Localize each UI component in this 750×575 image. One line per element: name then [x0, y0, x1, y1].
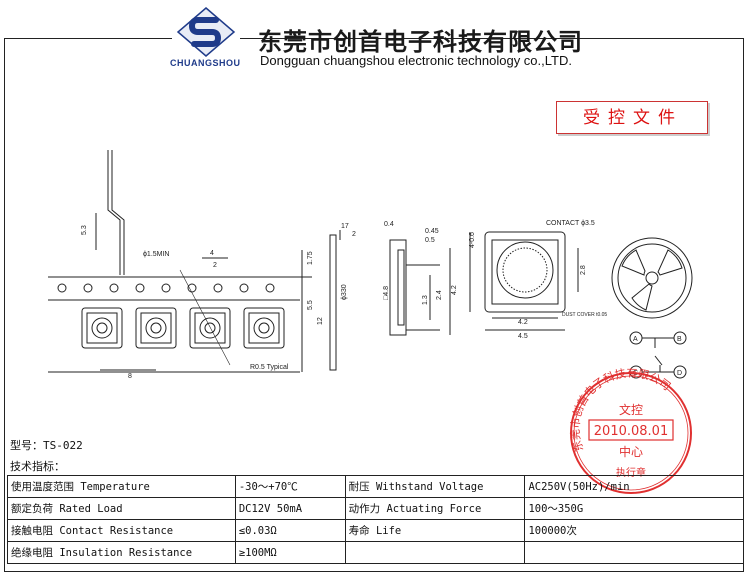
table-row: 额定负荷 Rated Load DC12V 50mA 动作力 Actuating… [7, 497, 744, 520]
spec-value: 100000次 [524, 519, 744, 542]
spec-label: 寿命 Life [344, 519, 526, 542]
circuit-terminal-label: A [633, 336, 638, 343]
table-row: 使用温度范围 Temperature -30～+70℃ 耐压 Withstand… [7, 475, 744, 498]
dim-label: 17 [341, 223, 349, 230]
dim-label: 2 [352, 231, 356, 238]
controlled-document-label: 受控文件 [583, 108, 683, 128]
spec-value [524, 541, 744, 564]
technical-drawing: 5.3 ϕ1.5MIN 4 2 1.75 5.5 12 8 R0.5 Typic… [48, 150, 693, 380]
dim-label: 1.75 [307, 251, 314, 265]
spec-value: DC12V 50mA [234, 497, 346, 520]
spec-label: 耐压 Withstand Voltage [344, 475, 526, 498]
dim-label: 4.2 [451, 285, 458, 295]
dim-label: ϕ1.5MIN [143, 251, 169, 258]
stamp-date: 2010.08.01 [594, 424, 668, 439]
table-row: 接触电阻 Contact Resistance ≤0.03Ω 寿命 Life 1… [7, 519, 744, 542]
company-name-cn: 东莞市创首电子科技有限公司 [258, 27, 583, 56]
company-logo [172, 6, 240, 58]
dim-label: 8 [128, 373, 132, 380]
table-row: 绝缘电阻 Insulation Resistance ≥100MΩ [7, 541, 744, 564]
spec-label: 绝缘电阻 Insulation Resistance [7, 541, 236, 564]
document-frame [4, 38, 744, 572]
tech-spec-label: 技术指标： [10, 460, 65, 473]
controlled-document-box: 受控文件 [556, 101, 708, 134]
spec-label: 动作力 Actuating Force [344, 497, 526, 520]
dim-label: 2.4 [436, 290, 443, 300]
circuit-terminal-label: D [677, 370, 682, 377]
brand-name: CHUANGSHOU [170, 58, 241, 68]
spec-label [344, 541, 526, 564]
dim-label: 5.5 [307, 300, 314, 310]
dim-label: DUST COVER t0.05 [562, 312, 607, 318]
dim-label: 4 [210, 250, 214, 257]
dim-label: 0.4 [384, 221, 394, 228]
dim-label: 0.45 [425, 228, 439, 235]
spec-value: AC250V(50Hz)/min [524, 475, 744, 498]
model-line: 型号：TS-022 [10, 439, 83, 452]
dim-label: ϕ330 [341, 284, 348, 300]
dim-label: 4.2 [518, 319, 528, 326]
spec-table: 使用温度范围 Temperature -30～+70℃ 耐压 Withstand… [7, 475, 744, 564]
stamp-center-bottom: 中心 [619, 444, 643, 459]
dim-label: 5.3 [81, 225, 88, 235]
spec-label: 使用温度范围 Temperature [7, 475, 236, 498]
dim-label: 0.5 [425, 237, 435, 244]
dim-label: 2 [213, 262, 217, 269]
spec-value: -30～+70℃ [234, 475, 346, 498]
official-red-stamp: 东莞市创首电子科技有限公司 文控 2010.08.01 中心 执行章 [568, 368, 692, 494]
dim-label: 12 [317, 317, 324, 325]
dim-label: 4.5 [518, 333, 528, 340]
spec-label: 接触电阻 Contact Resistance [7, 519, 236, 542]
dim-label: 2.8 [580, 265, 587, 275]
spec-value: ≤0.03Ω [234, 519, 346, 542]
dim-label: R0.5 Typical [250, 364, 289, 371]
spec-value: 100～350G [524, 497, 744, 520]
spec-label: 额定负荷 Rated Load [7, 497, 236, 520]
company-name-en: Dongguan chuangshou electronic technolog… [260, 53, 572, 68]
stamp-center-top: 文控 [619, 402, 643, 417]
dim-label: CONTACT ϕ3.5 [546, 220, 595, 227]
logo-emblem-icon [176, 7, 236, 57]
dim-label: 1.3 [422, 295, 429, 305]
dim-label: 4-0.6 [469, 232, 476, 248]
circuit-terminal-label: B [677, 336, 682, 343]
dim-label: □4.8 [383, 286, 390, 300]
spec-value: ≥100MΩ [234, 541, 346, 564]
